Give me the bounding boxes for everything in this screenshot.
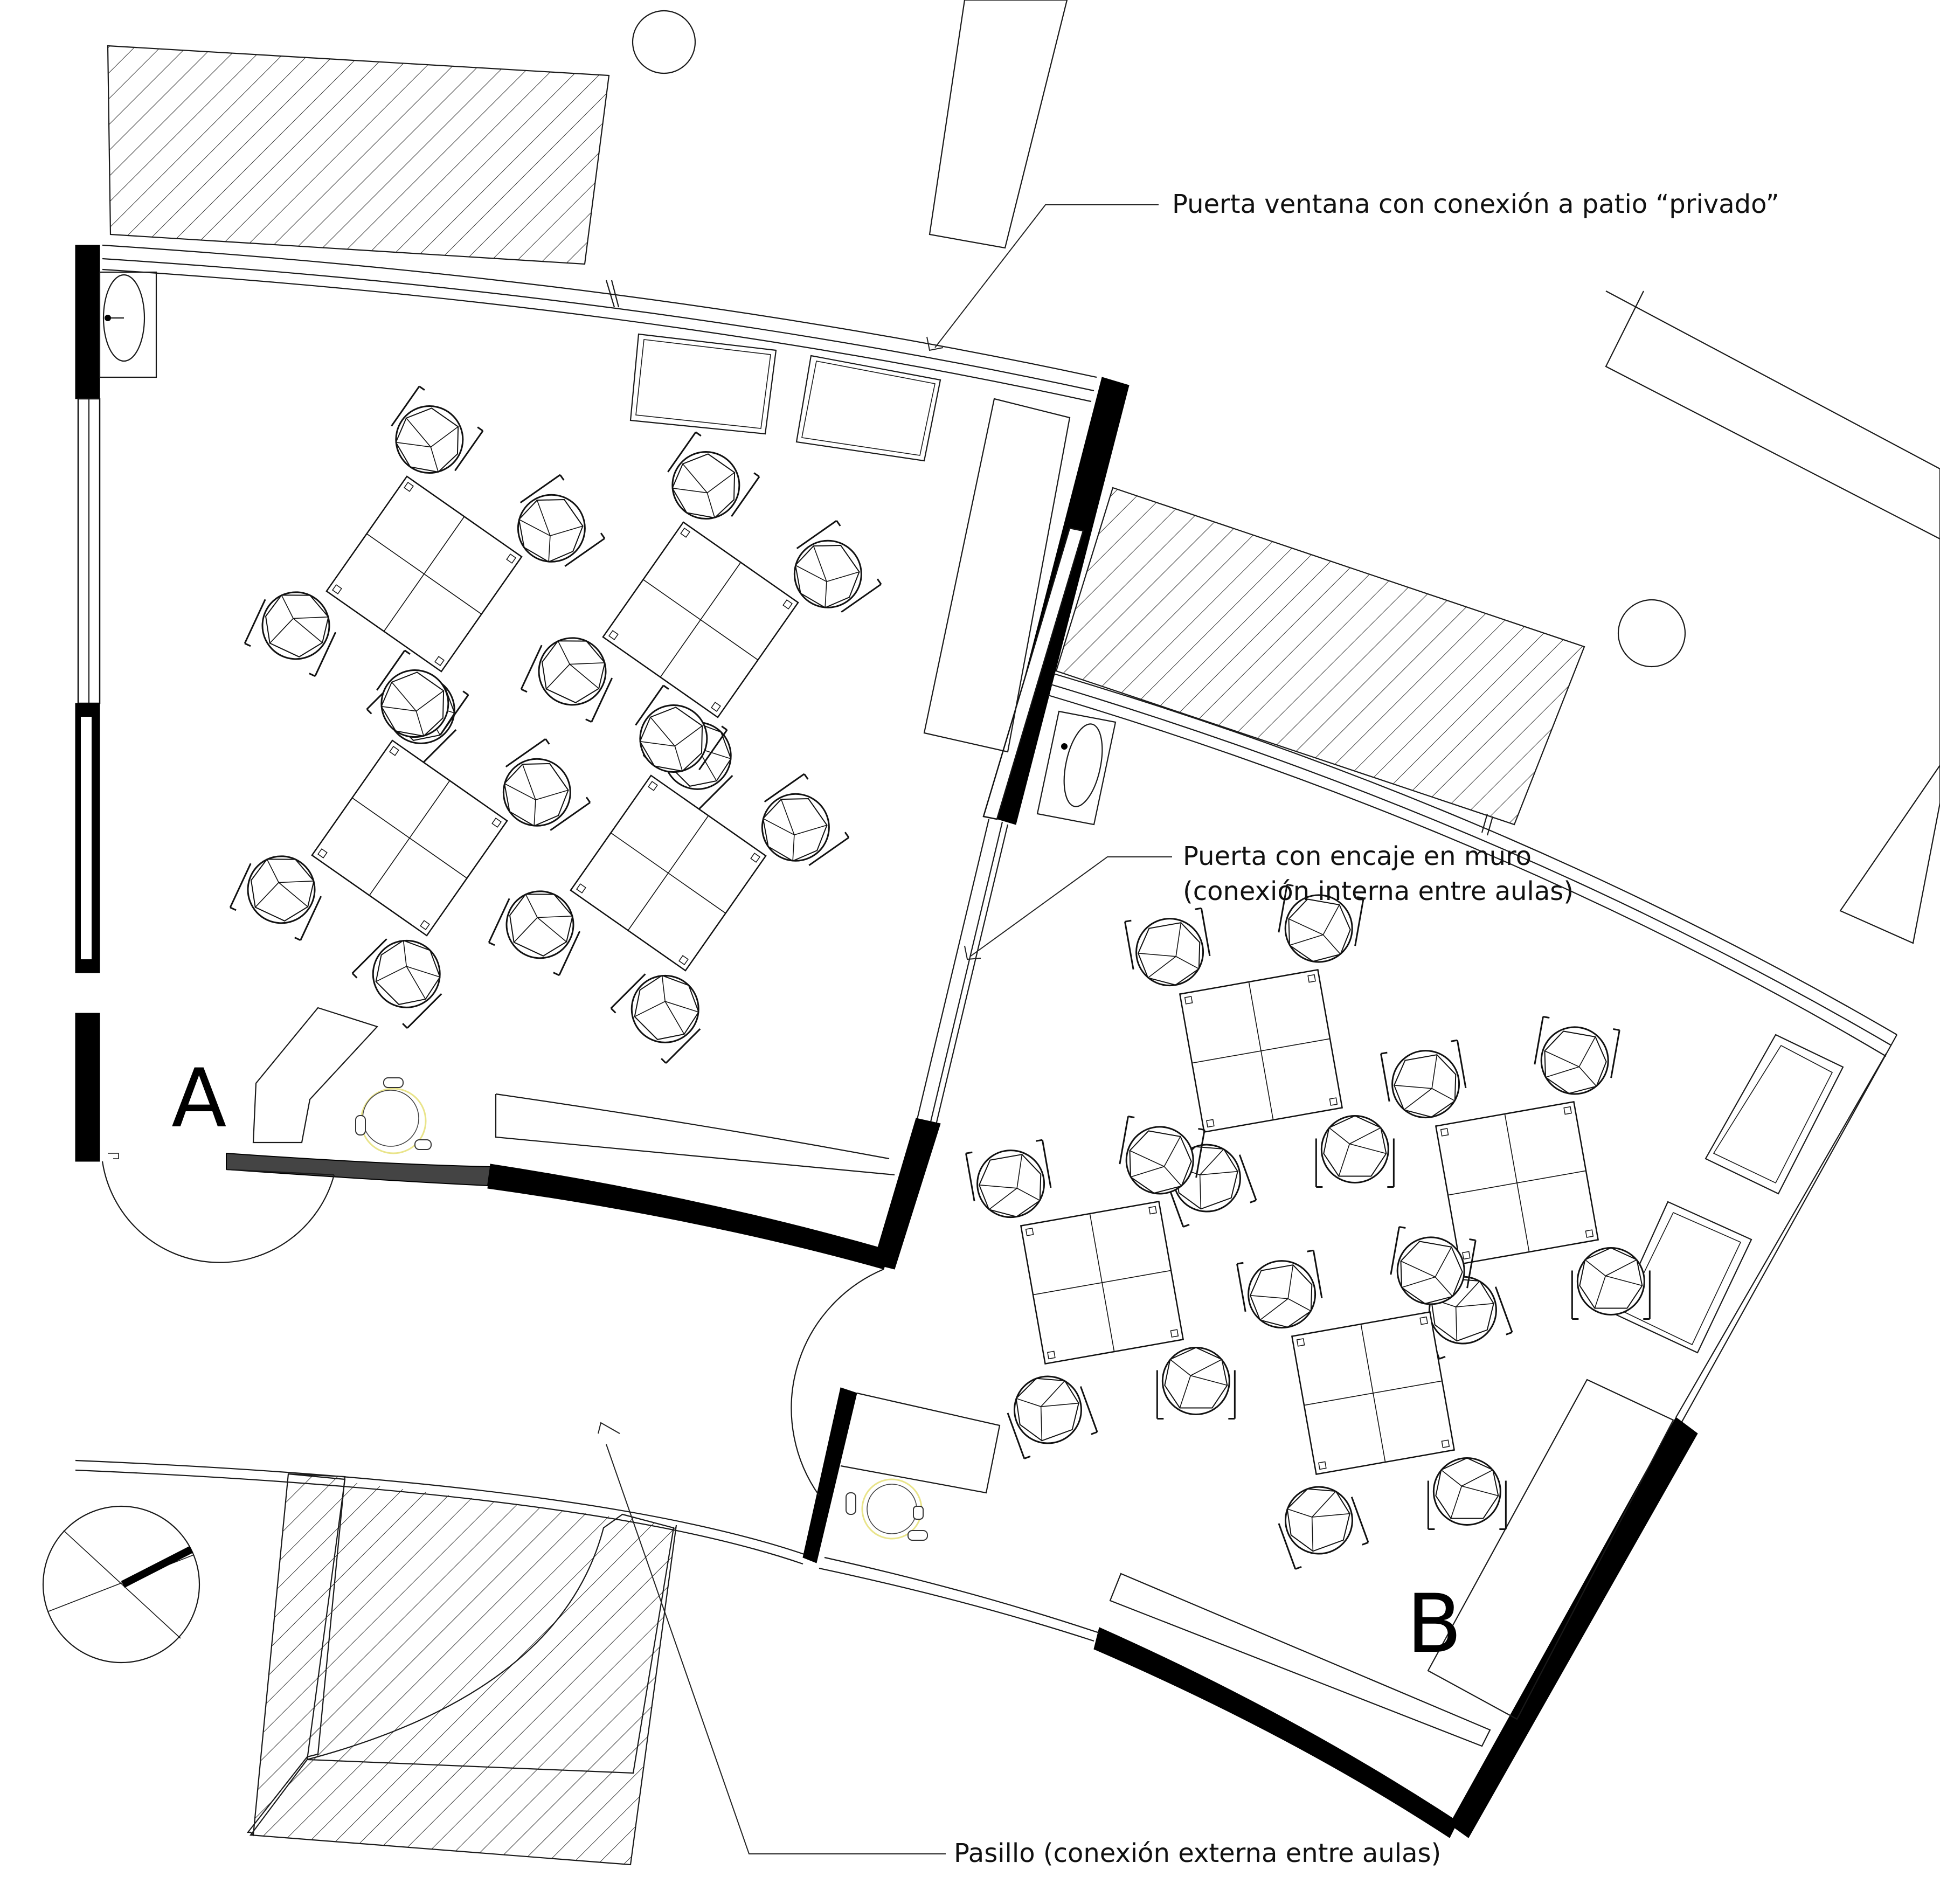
- patio-door-annotation: Puerta ventana con conexión a patio “pri…: [1172, 189, 1779, 219]
- room-a-label: A: [171, 1052, 227, 1146]
- hatched-planter-bottom: [249, 1473, 677, 1866]
- exterior-bench-top: [929, 0, 1068, 249]
- leader-internal-door: [964, 856, 1172, 960]
- room-b-label: B: [1406, 1577, 1462, 1671]
- hatched-planter-top: [107, 45, 610, 265]
- tree-circle-right: [1617, 599, 1686, 668]
- room-a: [75, 244, 1130, 1270]
- room-b: [75, 673, 1897, 1838]
- exterior-bench-right: [1605, 290, 1940, 944]
- leader-corridor: [598, 1422, 946, 1854]
- hatched-planter-middle: [1055, 487, 1585, 826]
- internal-door-annotation-line1: Puerta con encaje en muro: [1183, 841, 1532, 871]
- revolving-element: [42, 1505, 200, 1664]
- tree-circle-top: [632, 10, 696, 74]
- exterior-bench-right-edge: [1605, 290, 1940, 539]
- leader-patio-door: [926, 204, 1159, 351]
- corridor-annotation: Pasillo (conexión externa entre aulas): [954, 1838, 1441, 1868]
- internal-door-annotation-line2: (conexión interna entre aulas): [1183, 876, 1574, 906]
